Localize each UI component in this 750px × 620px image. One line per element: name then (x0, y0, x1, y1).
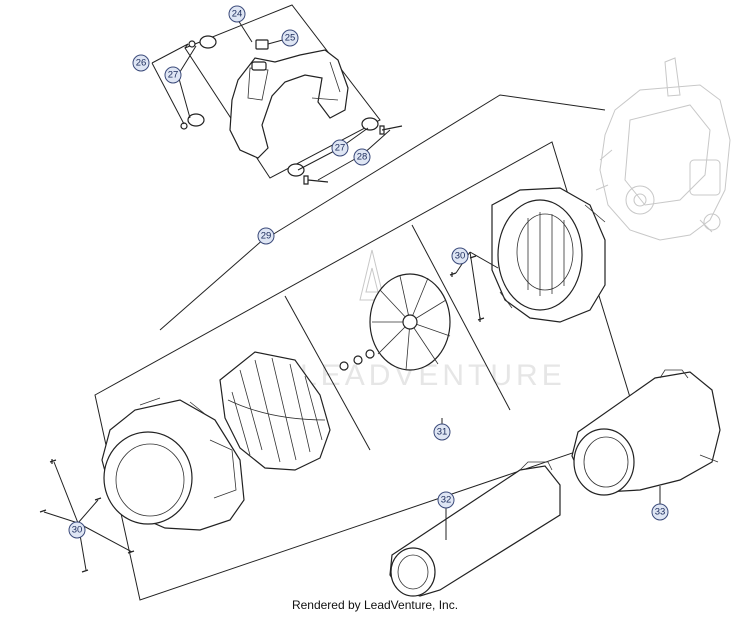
callout-24: 24 (228, 5, 246, 23)
svg-text:27: 27 (168, 70, 179, 81)
scroll-cover-part (219, 351, 331, 471)
callout-25: 25 (281, 29, 299, 47)
svg-text:32: 32 (441, 495, 452, 506)
callout-30-lower: 30 (68, 521, 86, 539)
svg-text:26: 26 (136, 58, 147, 69)
svg-text:28: 28 (357, 152, 368, 163)
svg-text:27: 27 (335, 143, 346, 154)
trigger-part (251, 61, 267, 71)
nut-part (339, 361, 349, 371)
svg-text:31: 31 (437, 427, 448, 438)
front-housing-part (101, 397, 245, 531)
impeller-part (369, 273, 451, 371)
callout-27: 27 (331, 139, 349, 157)
watermark-text: LEADVENTURE (300, 359, 566, 392)
screw-right-part (379, 125, 403, 135)
housing-panel (39, 94, 641, 601)
callout-29: 29 (257, 227, 275, 245)
callout-30-upper: 30 (451, 247, 469, 265)
callout-32: 32 (437, 491, 455, 509)
switch-part (255, 39, 269, 50)
callout-33: 33 (651, 503, 669, 521)
callout-26: 26 (132, 54, 150, 72)
lower-tube-part (389, 461, 561, 597)
washer-part (365, 349, 375, 359)
nozzle-part (571, 369, 721, 496)
callout-27: 27 (164, 66, 182, 84)
rear-housing-part (491, 187, 606, 323)
svg-text:33: 33 (655, 507, 666, 518)
svg-text:25: 25 (285, 33, 296, 44)
bushing-right-part (361, 117, 379, 131)
engine-ghost (595, 57, 731, 241)
svg-text:30: 30 (455, 251, 466, 262)
bushing-top-part (199, 35, 217, 49)
svg-text:29: 29 (261, 231, 272, 242)
bushing-left-part (187, 113, 205, 127)
bushing-bottom-part (287, 163, 305, 177)
svg-text:24: 24 (232, 9, 243, 20)
callout-31: 31 (433, 423, 451, 441)
washer-part (353, 355, 363, 365)
handle-assembly-panel (151, 4, 403, 185)
footer-credit: Rendered by LeadVenture, Inc. (291, 598, 459, 612)
handle-part (229, 49, 349, 159)
screw-bottom-part (303, 175, 329, 185)
svg-text:30: 30 (72, 525, 83, 536)
callout-28: 28 (353, 148, 371, 166)
